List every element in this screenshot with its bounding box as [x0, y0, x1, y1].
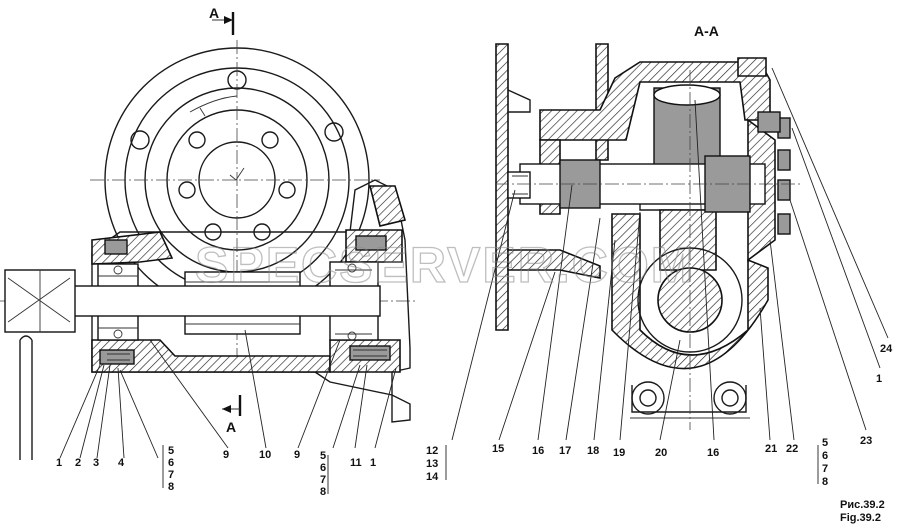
callout-9-right: 9	[294, 449, 300, 461]
callout-21: 21	[765, 443, 777, 455]
callout-group-b: 5 6 7 8	[320, 450, 326, 498]
callout-5a: 5	[168, 445, 174, 457]
callout-5b: 5	[320, 450, 326, 462]
section-cut-top: A	[209, 5, 235, 35]
callout-23: 23	[860, 435, 872, 447]
callout-group-c: 12 13 14	[426, 445, 439, 483]
callout-7d: 7	[822, 463, 828, 475]
callout-14: 14	[426, 471, 439, 483]
watermark: SPECSERVER.COM	[195, 237, 694, 293]
caption-en: Fig.39.2	[840, 512, 881, 524]
callout-6a: 6	[168, 457, 174, 469]
callout-7a: 7	[168, 469, 174, 481]
callout-19: 19	[613, 447, 625, 459]
callout-22: 22	[786, 443, 798, 455]
section-cut-top-label: A	[209, 5, 219, 21]
callout-1: 1	[56, 457, 62, 469]
callout-5d: 5	[822, 437, 828, 449]
callout-16-left: 16	[532, 445, 544, 457]
callout-15: 15	[492, 443, 504, 455]
callout-8d: 8	[822, 476, 828, 488]
callout-11: 11	[350, 457, 362, 469]
worm-housing	[4, 179, 411, 460]
callout-6d: 6	[822, 450, 828, 462]
callout-20: 20	[655, 447, 667, 459]
section-cut-bottom-label: A	[226, 419, 236, 435]
callout-1-right: 1	[370, 457, 376, 469]
callout-9-left: 9	[223, 449, 229, 461]
caption-ru: Рис.39.2	[840, 499, 885, 511]
callout-2: 2	[75, 457, 81, 469]
callout-10: 10	[259, 449, 271, 461]
callout-3: 3	[93, 457, 99, 469]
section-cut-bottom: A	[222, 395, 242, 435]
right-leaders	[445, 67, 889, 484]
left-view: A A 1 2 3 4 9 10	[0, 5, 415, 498]
left-leaders	[59, 329, 397, 494]
callout-7b: 7	[320, 474, 326, 486]
callout-4: 4	[118, 457, 125, 469]
callout-17: 17	[559, 445, 571, 457]
right-view: A-A	[426, 23, 893, 488]
callout-1-far-right: 1	[876, 373, 882, 385]
callout-16-right: 16	[707, 447, 719, 459]
callout-group-a: 5 6 7 8	[168, 445, 174, 493]
callout-13: 13	[426, 458, 438, 470]
callout-6b: 6	[320, 462, 326, 474]
callout-18: 18	[587, 445, 599, 457]
callout-8b: 8	[320, 486, 326, 498]
section-title: A-A	[694, 23, 719, 39]
callout-24: 24	[880, 343, 893, 355]
callout-group-d: 5 6 7 8	[822, 437, 828, 488]
callout-8a: 8	[168, 481, 174, 493]
callout-12: 12	[426, 445, 438, 457]
